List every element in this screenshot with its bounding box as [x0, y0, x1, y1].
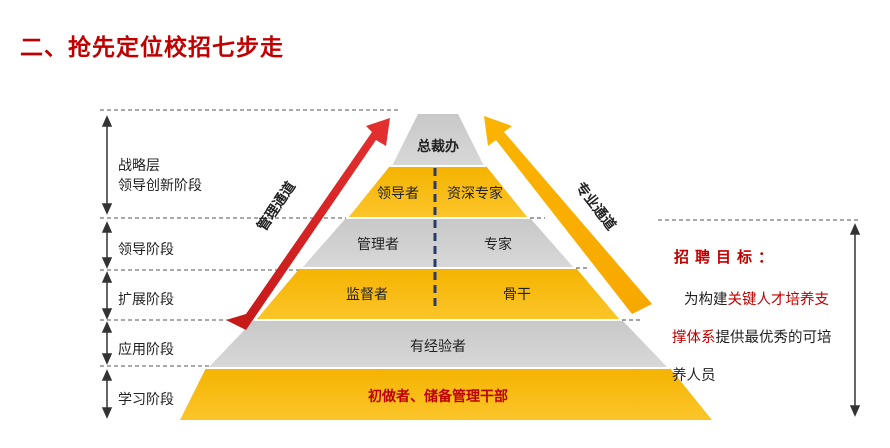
stage-arrows	[101, 115, 113, 419]
goal-line1: 为构建关键人才培养支	[684, 288, 829, 309]
goal-line2-post: 提供最优秀的可培	[715, 330, 832, 346]
stage-learning: 学习阶段	[118, 392, 174, 408]
goal-heading: 招聘目标：	[674, 248, 780, 266]
professional-arrow	[484, 116, 652, 314]
goal-line3: 养人员	[672, 368, 716, 384]
stage-strategic: 战略层 领导创新阶段	[118, 156, 202, 196]
level3-right: 专家	[484, 237, 512, 253]
level4-left: 监督者	[346, 287, 388, 303]
stage-application: 应用阶段	[118, 342, 174, 358]
goal-line2-red: 撑体系	[672, 330, 716, 346]
level-bottom: 初做者、储备管理干部	[368, 389, 508, 405]
level3-left: 管理者	[357, 237, 399, 253]
stage-strategic-line2: 领导创新阶段	[118, 178, 202, 194]
level2-right: 资深专家	[447, 186, 503, 202]
goal-line1-red: 关键人才培养支	[727, 292, 830, 308]
stage-strategic-line1: 战略层	[118, 158, 160, 174]
level5: 有经验者	[410, 339, 466, 355]
page-title: 二、抢先定位校招七步走	[20, 35, 284, 61]
goal-range-arrow	[849, 223, 861, 417]
stage-leadership: 领导阶段	[118, 242, 174, 258]
stage-expansion: 扩展阶段	[118, 292, 174, 308]
goal-line2: 撑体系提供最优秀的可培	[672, 326, 832, 347]
management-arrow	[226, 118, 390, 330]
pyramid-bands	[180, 114, 712, 420]
level2-left: 领导者	[377, 186, 419, 202]
level-top: 总裁办	[417, 139, 459, 155]
level4-right: 骨干	[503, 287, 531, 303]
goal-line1-pre: 为构建	[684, 292, 728, 308]
